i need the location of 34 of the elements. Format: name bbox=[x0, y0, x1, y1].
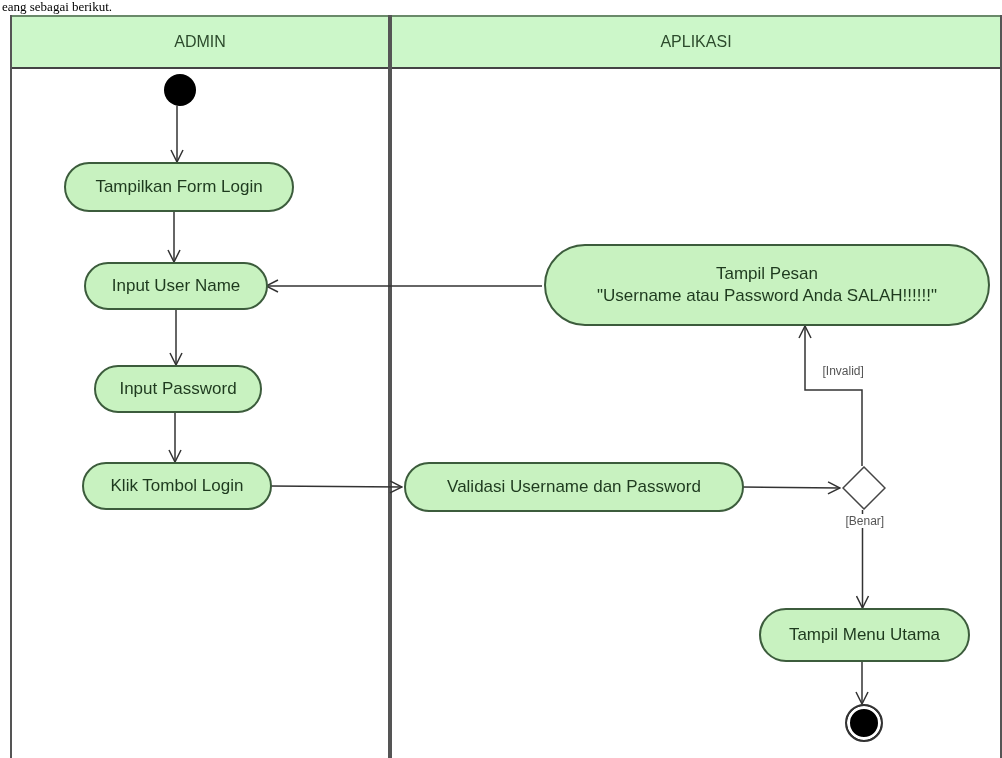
activity-text: Klik Tombol Login bbox=[110, 474, 244, 497]
activity-text: Tampilkan Form Login bbox=[95, 175, 263, 198]
arrow bbox=[269, 480, 403, 494]
activity-box bbox=[64, 162, 294, 212]
swimlane bbox=[390, 15, 1002, 758]
end-node bbox=[845, 704, 883, 742]
arrow bbox=[170, 105, 184, 163]
arrow bbox=[265, 279, 543, 293]
arrow bbox=[855, 661, 869, 705]
arrow bbox=[168, 412, 182, 463]
swimlane bbox=[10, 15, 390, 758]
caption-text: eang sebagai berikut. bbox=[2, 0, 113, 14]
activity-text: "Username atau Password Anda SALAH!!!!!!" bbox=[597, 285, 937, 307]
arrow bbox=[169, 309, 183, 366]
arrow bbox=[741, 481, 841, 495]
arrow bbox=[798, 325, 863, 467]
arrow bbox=[855, 509, 870, 609]
activity-text: Tampil Pesan bbox=[715, 262, 819, 285]
activity-text: Tampil Menu Utama bbox=[788, 623, 941, 646]
edge-label: [Benar] bbox=[844, 514, 886, 528]
start-node bbox=[164, 74, 196, 106]
activity-box bbox=[84, 262, 268, 310]
activity-text: Input Password bbox=[119, 377, 237, 400]
activity-box bbox=[404, 462, 744, 512]
activity-box bbox=[94, 365, 262, 413]
activity-text: Validasi Username dan Password bbox=[447, 475, 701, 498]
edge-label: [Invalid] bbox=[821, 364, 865, 378]
lane-header: ADMIN bbox=[12, 15, 388, 69]
activity-text: Input User Name bbox=[111, 274, 241, 297]
decision-diamond bbox=[842, 466, 886, 510]
activity-box bbox=[82, 462, 272, 510]
lane-header: APLIKASI bbox=[392, 15, 1000, 69]
arrow bbox=[167, 211, 181, 263]
activity-box bbox=[759, 608, 970, 662]
